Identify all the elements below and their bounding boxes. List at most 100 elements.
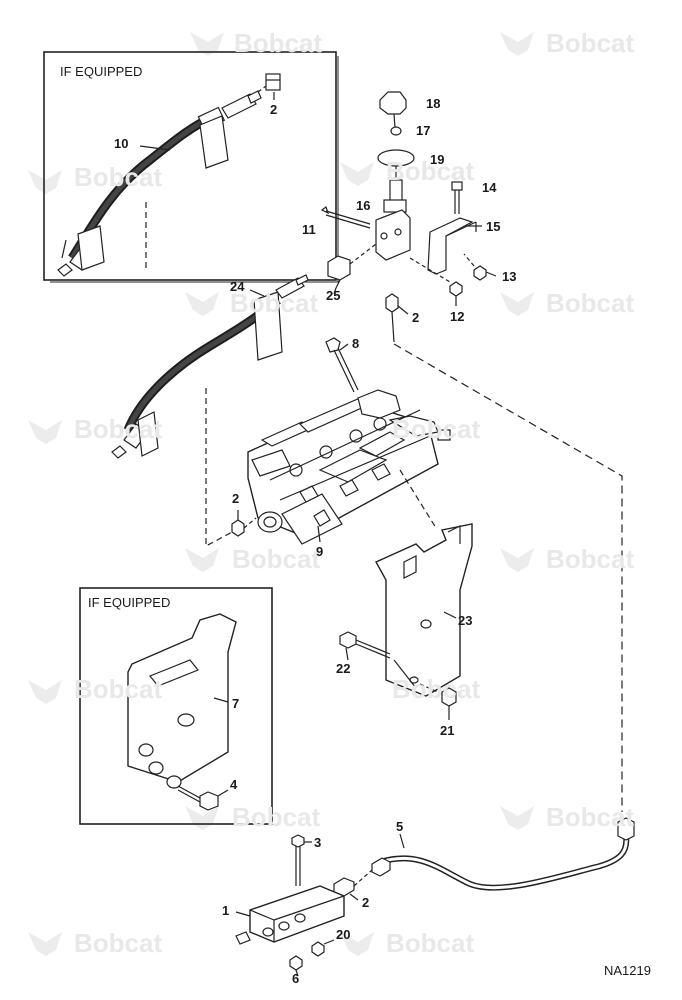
fitting-part-25	[327, 243, 377, 289]
bracket-part-7	[127, 613, 237, 789]
callout-11: 11	[302, 222, 316, 237]
nut-part-17	[390, 126, 402, 136]
fitting-part-2-valve	[385, 293, 399, 343]
leader-5	[399, 833, 405, 849]
bolt-part-11	[320, 206, 371, 229]
watermark-text: Bobcat	[392, 674, 481, 704]
watermark-text: Bobcat	[546, 544, 635, 574]
callout-5: 5	[396, 819, 404, 834]
plug-part-6	[289, 955, 303, 977]
valve-part-16	[375, 179, 411, 261]
callout-20: 20	[336, 927, 351, 942]
watermark-text: Bobcat	[386, 928, 475, 958]
bolt-part-22	[339, 631, 391, 661]
leader-1	[235, 911, 251, 917]
callout-14: 14	[482, 180, 497, 195]
hose-part-24	[111, 274, 309, 459]
callout-6: 6	[292, 971, 300, 986]
box-title-bottom: IF EQUIPPED	[88, 595, 171, 610]
callout-18: 18	[426, 96, 441, 111]
bracket-part-15	[427, 217, 477, 275]
callout-7: 7	[232, 696, 240, 711]
watermark-logo-icon	[185, 292, 219, 316]
callout-2: 2	[232, 491, 240, 506]
leader-8	[339, 343, 349, 351]
leader-2b	[397, 305, 409, 315]
watermark-logo-icon	[190, 32, 224, 56]
watermark-text: Bobcat	[234, 28, 323, 58]
watermark-text: Bobcat	[74, 928, 163, 958]
fitting-part-2-left	[231, 510, 257, 537]
leader-9	[317, 525, 321, 543]
watermark-text: Bobcat	[546, 28, 635, 58]
watermark-layer	[28, 32, 534, 956]
cap-part-18	[379, 91, 407, 129]
watermark-logo-icon	[500, 32, 534, 56]
bolt-part-3	[291, 834, 312, 886]
callout-10: 10	[114, 136, 129, 151]
watermark-text: Bobcat	[74, 162, 163, 192]
leader-25	[333, 287, 337, 295]
callout-2: 2	[412, 310, 420, 325]
watermark-text: Bobcat	[230, 288, 319, 318]
watermark-text: Bobcat	[386, 156, 475, 186]
bolt-part-14	[451, 181, 463, 214]
plug-part-20	[311, 939, 335, 957]
watermark-text: Bobcat	[74, 674, 163, 704]
watermark-logo-icon	[340, 162, 374, 186]
callout-19: 19	[430, 152, 445, 167]
watermark-logo-icon	[185, 806, 219, 830]
watermark-text: Bobcat	[74, 414, 163, 444]
callout-25: 25	[326, 288, 341, 303]
callout-8: 8	[352, 336, 360, 351]
callout-17: 17	[416, 123, 431, 138]
nut-part-21	[419, 683, 457, 720]
watermark-logo-icon	[340, 932, 374, 956]
watermark-logo-icon	[28, 420, 62, 444]
box-shadow-top	[50, 56, 339, 283]
watermark-logo-icon	[28, 932, 62, 956]
callout-21: 21	[440, 723, 455, 738]
callout-24: 24	[230, 279, 245, 294]
callout-13: 13	[502, 269, 517, 284]
watermark-logo-icon	[185, 548, 219, 572]
drawing-code: NA1219	[604, 963, 651, 978]
callout-4: 4	[230, 777, 238, 792]
watermark-logo-icon	[500, 806, 534, 830]
dashed-leader-hose-mid	[205, 388, 237, 547]
box-title-top: IF EQUIPPED	[60, 64, 143, 79]
dashed-valve-to-bracket	[399, 469, 437, 529]
if-equipped-box-top	[43, 51, 337, 281]
watermark-logo-icon	[28, 680, 62, 704]
callout-12: 12	[450, 309, 465, 324]
callout-1: 1	[222, 903, 230, 918]
callout-9: 9	[316, 544, 324, 559]
leader-23	[443, 611, 457, 619]
bolt-part-8	[325, 337, 359, 393]
callout-16: 16	[356, 198, 371, 213]
leader-10	[139, 145, 171, 151]
watermark-logo-icon	[28, 170, 62, 194]
valve-assembly-part-9	[247, 389, 451, 545]
watermark-text: Bobcat	[392, 414, 481, 444]
nut-part-12	[409, 257, 463, 306]
if-equipped-box-bottom	[79, 587, 273, 825]
callout-3: 3	[314, 835, 322, 850]
callout-2: 2	[362, 895, 370, 910]
callout-2: 2	[270, 102, 278, 117]
bolt-part-4	[177, 785, 229, 811]
callout-22: 22	[336, 661, 351, 676]
watermark-text: Bobcat	[232, 802, 321, 832]
leader-7	[213, 697, 229, 703]
washer-part-19	[377, 149, 415, 178]
manifold-block-part-1	[235, 885, 345, 945]
hose-part-10	[57, 90, 262, 277]
watermark-logo-icon	[500, 548, 534, 572]
watermark-text: Bobcat	[546, 288, 635, 318]
callout-23: 23	[458, 613, 473, 628]
dashed-route-to-tube	[393, 343, 623, 812]
fitting-part-2-top	[257, 73, 281, 93]
bracket-part-23	[375, 523, 473, 697]
watermark-text: Bobcat	[546, 802, 635, 832]
